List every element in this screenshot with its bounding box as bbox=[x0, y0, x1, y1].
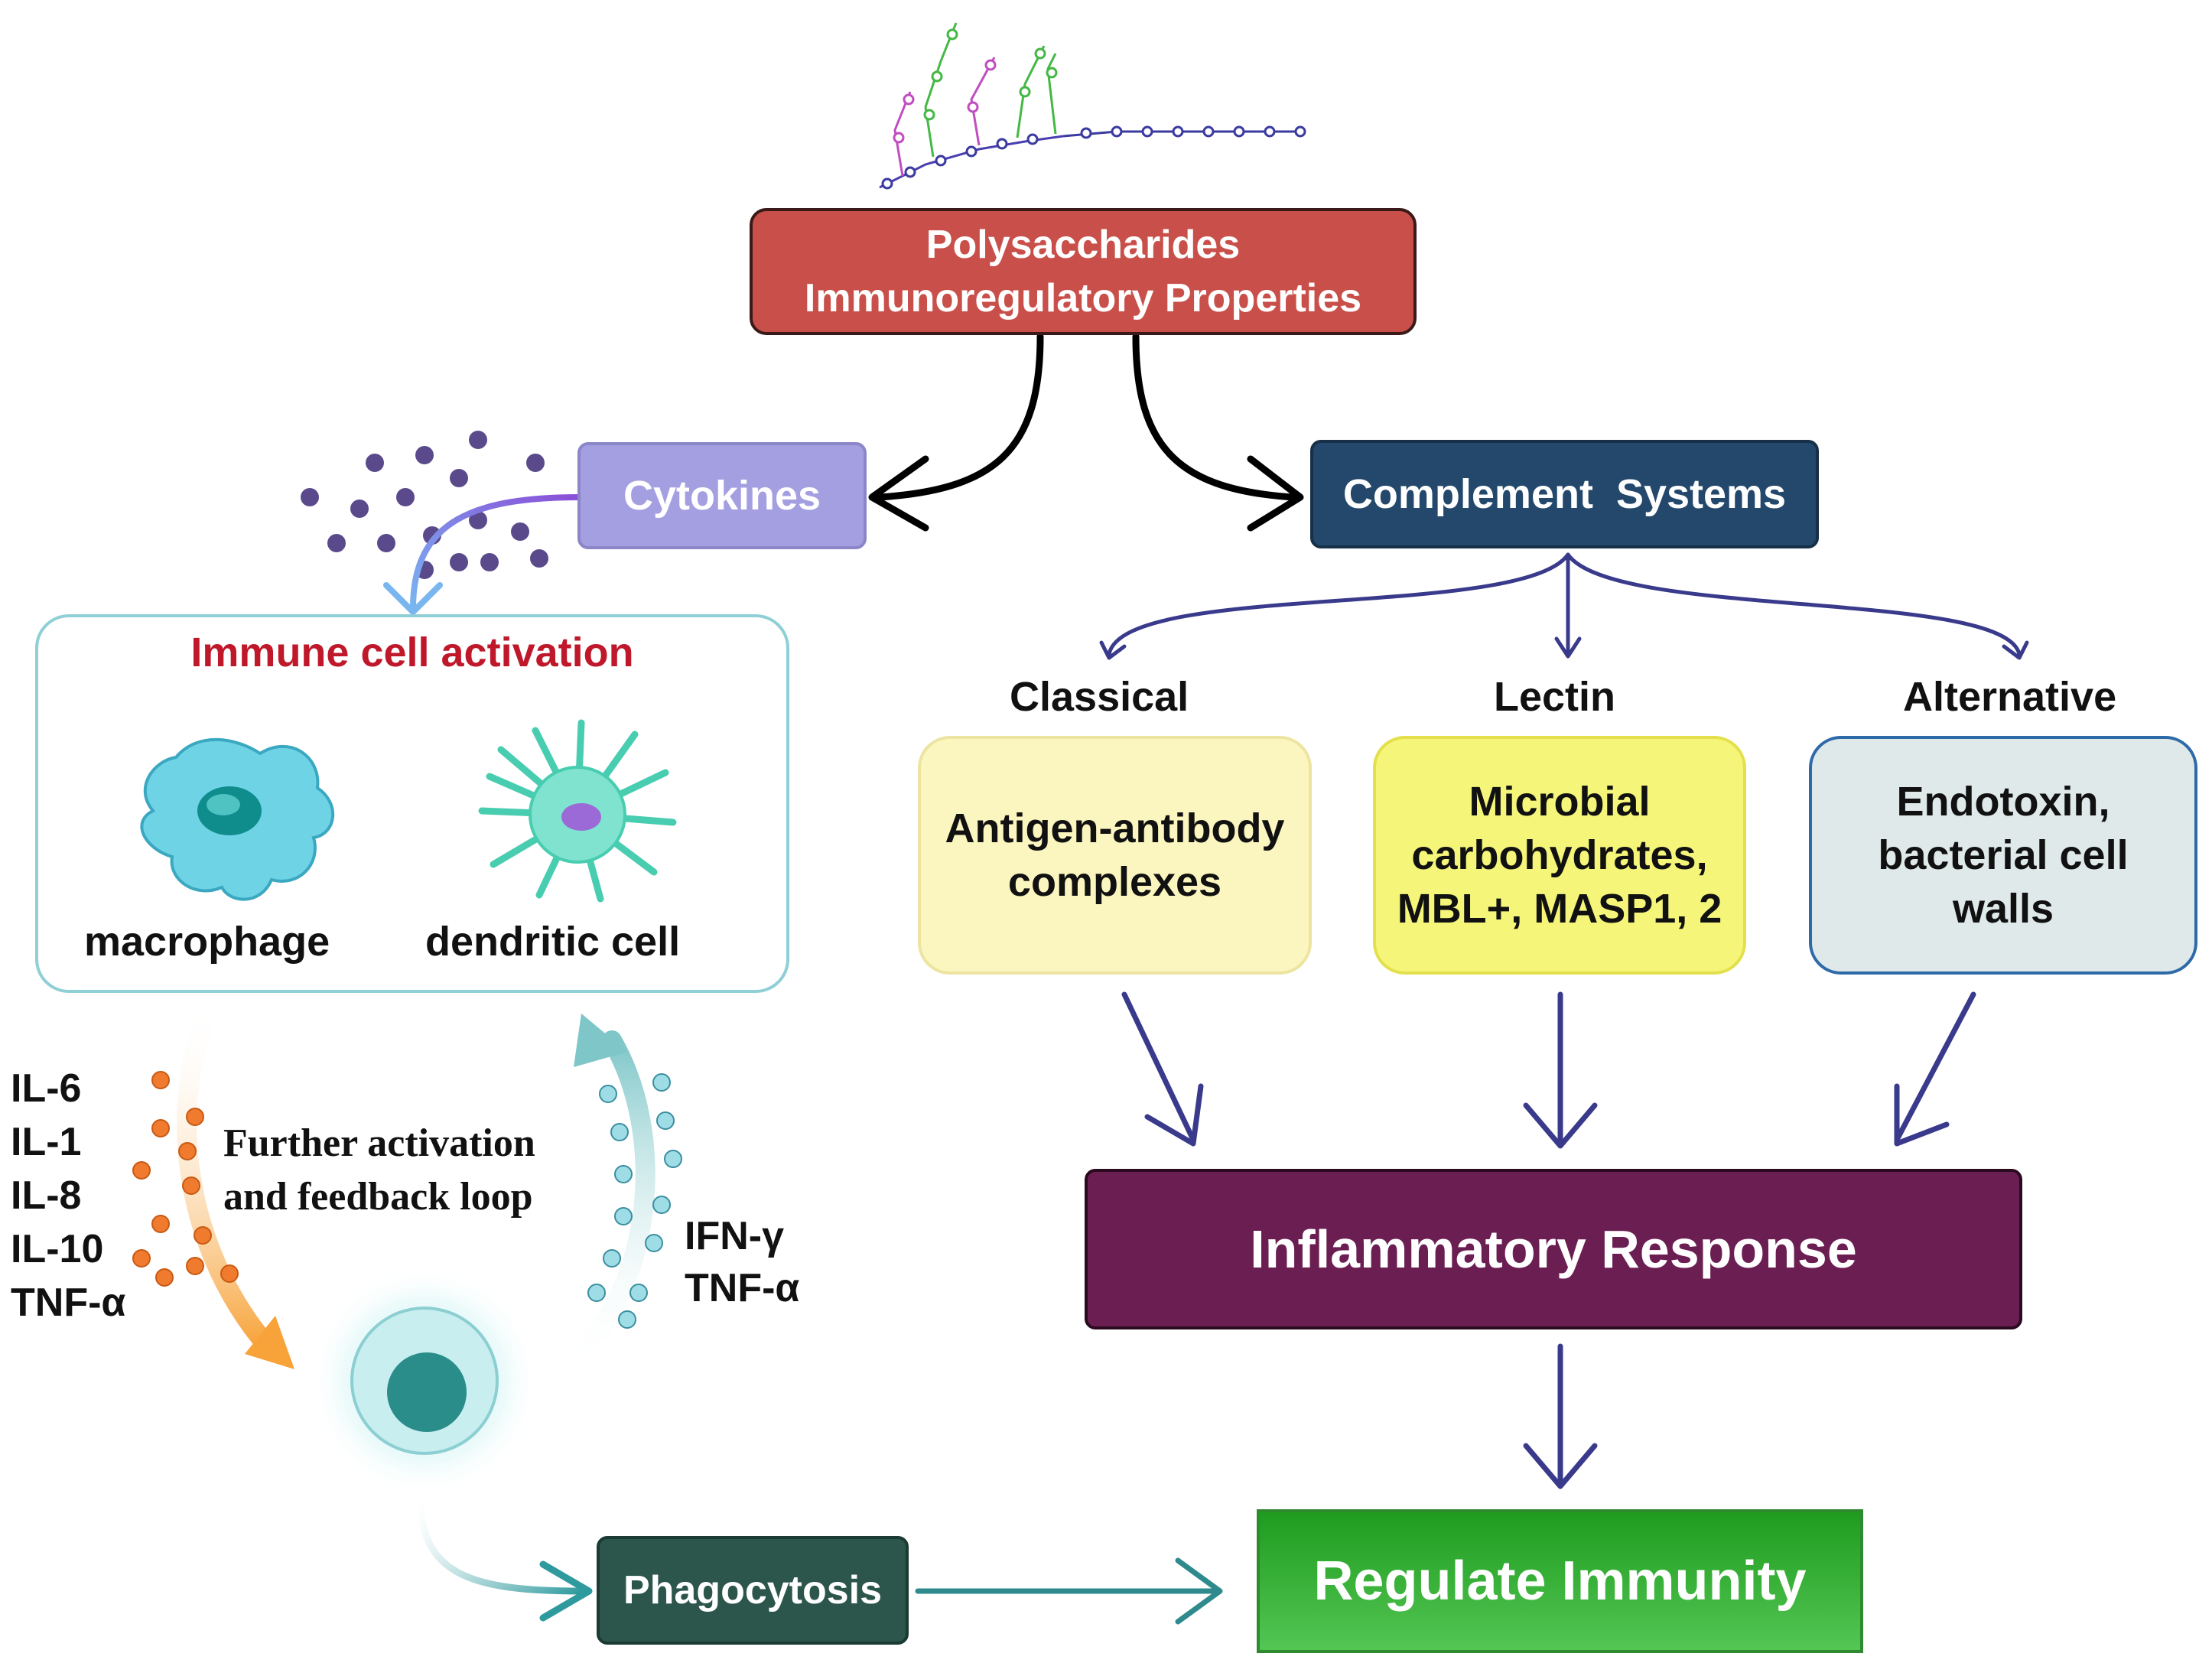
left-cytokine-1: IL-6 bbox=[11, 1066, 82, 1111]
immune-activation-title: Immune cell activation bbox=[190, 630, 634, 675]
feedback-line-2: and feedback loop bbox=[223, 1175, 533, 1219]
arrows-to-inflammatory bbox=[1121, 991, 1976, 1149]
arrow-to-regulate bbox=[1523, 1343, 1598, 1489]
arrow-to-cytokines bbox=[868, 333, 1044, 532]
feedback-loop-text: Further activation and feedback loop bbox=[223, 1117, 535, 1224]
arrow-cell-to-phagocytosis bbox=[417, 1495, 593, 1622]
polysaccharide-structure-icon bbox=[879, 22, 1306, 190]
feedback-line-1: Further activation bbox=[223, 1121, 535, 1165]
phagocytosis-box: Phagocytosis bbox=[597, 1536, 909, 1645]
cytokines-box: Cytokines bbox=[577, 442, 867, 549]
dendritic-cell-label: dendritic cell bbox=[425, 919, 681, 965]
arrow-cytokines-to-immune bbox=[383, 494, 584, 615]
macrophage-label: macrophage bbox=[84, 919, 330, 965]
alternative-box: Endotoxin, bacterial cell walls bbox=[1809, 736, 2197, 975]
pathway-alternative-label: Alternative bbox=[1903, 674, 2117, 720]
polysaccharides-box: Polysaccharides Immunoregulatory Propert… bbox=[750, 208, 1417, 335]
left-cytokine-4: IL-10 bbox=[11, 1227, 104, 1271]
regulate-label: Regulate Immunity bbox=[1313, 1551, 1807, 1612]
phagocytosis-label: Phagocytosis bbox=[623, 1568, 883, 1613]
orange-cytokine-particles bbox=[132, 1071, 239, 1287]
pathway-lectin-label: Lectin bbox=[1494, 674, 1616, 720]
arrow-to-complement bbox=[1132, 333, 1304, 532]
arrow-phagocytosis-to-regulate bbox=[915, 1557, 1223, 1625]
complement-branch-arrows bbox=[1099, 552, 2029, 660]
left-cytokine-3: IL-8 bbox=[11, 1173, 82, 1218]
inflammatory-response-box: Inflammatory Response bbox=[1085, 1169, 2022, 1329]
complement-label: Complement Systems bbox=[1342, 471, 1787, 517]
immune-cell-icon bbox=[310, 1266, 539, 1495]
right-cytokine-2: TNF-α bbox=[685, 1266, 800, 1310]
complement-systems-box: Complement Systems bbox=[1310, 440, 1819, 548]
right-cytokine-list: IFN-γ TNF-α bbox=[685, 1210, 799, 1314]
alternative-box-text: Endotoxin, bacterial cell walls bbox=[1878, 779, 2129, 932]
pathway-classical-label: Classical bbox=[1010, 674, 1189, 720]
polysaccharides-title-line2: Immunoregulatory Properties bbox=[804, 276, 1362, 321]
dendritic-cell-icon bbox=[478, 719, 677, 903]
classical-box: Antigen-antibody complexes bbox=[918, 736, 1312, 975]
teal-cytokine-particles bbox=[587, 1073, 682, 1329]
cytokines-label: Cytokines bbox=[623, 473, 821, 519]
macrophage-icon bbox=[140, 737, 335, 901]
feedback-loop-arrows bbox=[177, 992, 655, 1379]
classical-box-text: Antigen-antibody complexes bbox=[945, 805, 1285, 905]
lectin-box: Microbial carbohydrates, MBL+, MASP1, 2 bbox=[1373, 736, 1746, 975]
immune-activation-box bbox=[35, 614, 789, 993]
right-cytokine-1: IFN-γ bbox=[685, 1214, 784, 1258]
regulate-immunity-box: Regulate Immunity bbox=[1257, 1509, 1863, 1653]
lectin-box-text: Microbial carbohydrates, MBL+, MASP1, 2 bbox=[1397, 779, 1722, 932]
left-cytokine-list: IL-6 IL-1 IL-8 IL-10 TNF-α bbox=[11, 1062, 125, 1329]
polysaccharides-title-line1: Polysaccharides bbox=[925, 223, 1241, 267]
left-cytokine-2: IL-1 bbox=[11, 1120, 82, 1164]
inflammatory-label: Inflammatory Response bbox=[1250, 1219, 1857, 1279]
left-cytokine-5: TNF-α bbox=[11, 1281, 126, 1325]
